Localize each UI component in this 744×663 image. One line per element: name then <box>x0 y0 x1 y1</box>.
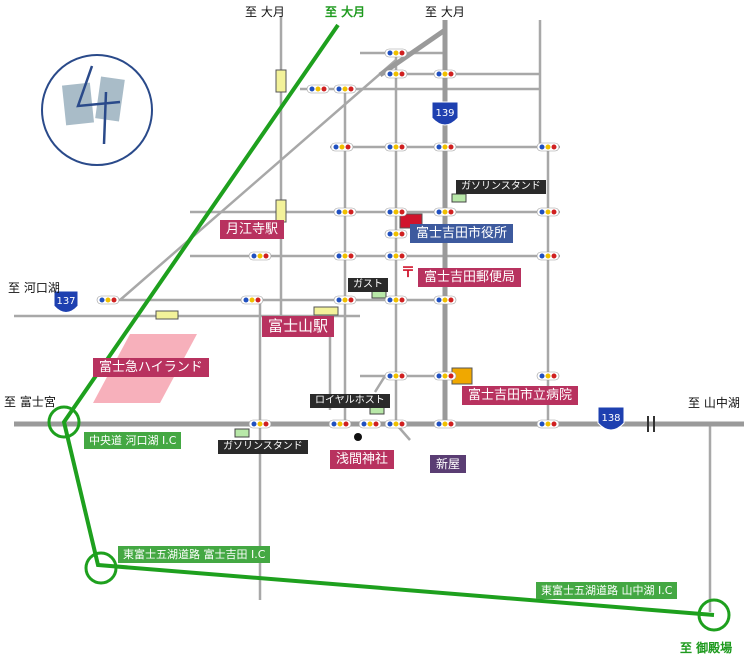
traffic-signal-icon <box>333 207 357 217</box>
traffic-signal-icon <box>433 207 457 217</box>
shrine-dot-icon <box>354 433 362 441</box>
traffic-signal-icon <box>384 142 408 152</box>
traffic-signals <box>96 48 560 429</box>
traffic-signal-icon <box>333 251 357 261</box>
traffic-signal-icon <box>433 142 457 152</box>
direction-otsuki-route139-label: 至 大月 <box>425 5 465 19</box>
fujikyu-highland-label: 富士急ハイランド <box>93 358 209 377</box>
direction-fujinomiya-label: 至 富士宮 <box>4 395 56 409</box>
gekkoji-station-label: 月江寺駅 <box>220 220 285 239</box>
traffic-signal-icon <box>433 69 457 79</box>
post-office-label: 富士吉田郵便局 <box>418 268 522 287</box>
direction-yamanakako-label: 至 山中湖 <box>688 396 740 410</box>
araya-label: 新屋 <box>430 455 467 473</box>
svg-text:139: 139 <box>435 108 454 119</box>
traffic-signal-icon <box>536 207 560 217</box>
traffic-signal-icon <box>384 251 408 261</box>
route-shield-137: 137 <box>53 290 79 313</box>
gas-station-marker <box>451 193 467 203</box>
traffic-signal-icon <box>248 419 272 429</box>
bridge-marks <box>647 416 655 432</box>
traffic-signal-icon <box>384 48 408 58</box>
traffic-signal-icon <box>433 419 457 429</box>
traffic-signal-icon <box>333 295 357 305</box>
traffic-signal-icon <box>536 251 560 261</box>
traffic-signal-icon <box>384 419 408 429</box>
hospital-label: 富士吉田市立病院 <box>462 386 579 405</box>
traffic-signal-icon <box>384 229 408 239</box>
traffic-signal-icon <box>358 419 382 429</box>
traffic-signal-icon <box>384 207 408 217</box>
traffic-signal-icon <box>536 142 560 152</box>
royal-host-label: ロイヤルホスト <box>310 394 390 408</box>
chuo-kawaguchiko-ic-label: 中央道 河口湖 I.C <box>84 432 182 449</box>
traffic-signal-icon <box>384 371 408 381</box>
traffic-signal-icon <box>384 69 408 79</box>
post-office-mark-icon: 〒 <box>401 265 415 281</box>
traffic-signal-icon <box>306 84 330 94</box>
gas-station-marker <box>234 428 250 438</box>
gas-station-label: ガソリンスタンド <box>218 440 308 454</box>
north-emblem-icon <box>41 54 153 166</box>
fujiyoshida-ic-label: 東富士五湖道路 富士吉田 I.C <box>118 546 271 563</box>
gusto-label: ガスト <box>348 278 388 292</box>
route-shield-139: 139 <box>431 101 459 126</box>
direction-otsuki-expressway-label: 至 大月 <box>325 5 366 19</box>
svg-text:138: 138 <box>601 413 620 424</box>
station-marker <box>275 199 287 223</box>
traffic-signal-icon <box>433 371 457 381</box>
route-shield-138: 138 <box>597 406 625 431</box>
fujisan-station-label: 富士山駅 <box>262 316 335 337</box>
traffic-signal-icon <box>333 84 357 94</box>
gas-station-label: ガソリンスタンド <box>456 180 546 194</box>
sengen-shrine-label: 浅間神社 <box>330 450 395 469</box>
traffic-signal-icon <box>96 295 120 305</box>
traffic-signal-icon <box>536 419 560 429</box>
station-marker <box>155 310 179 320</box>
traffic-signal-icon <box>248 251 272 261</box>
traffic-signal-icon <box>330 142 354 152</box>
traffic-signal-icon <box>536 371 560 381</box>
station-marker <box>313 306 339 316</box>
yamanakako-ic-label: 東富士五湖道路 山中湖 I.C <box>536 582 678 599</box>
station-marker <box>275 69 287 93</box>
traffic-signal-icon <box>240 295 264 305</box>
traffic-signal-icon <box>328 419 352 429</box>
svg-text:137: 137 <box>56 296 75 307</box>
direction-gotemba-label: 至 御殿場 <box>680 641 733 655</box>
direction-kawaguchiko-label: 至 河口湖 <box>8 281 60 295</box>
city-hall-label: 富士吉田市役所 <box>410 224 514 243</box>
traffic-signal-icon <box>384 295 408 305</box>
traffic-signal-icon <box>433 295 457 305</box>
expressway <box>47 23 731 632</box>
direction-otsuki-label: 至 大月 <box>245 5 285 19</box>
